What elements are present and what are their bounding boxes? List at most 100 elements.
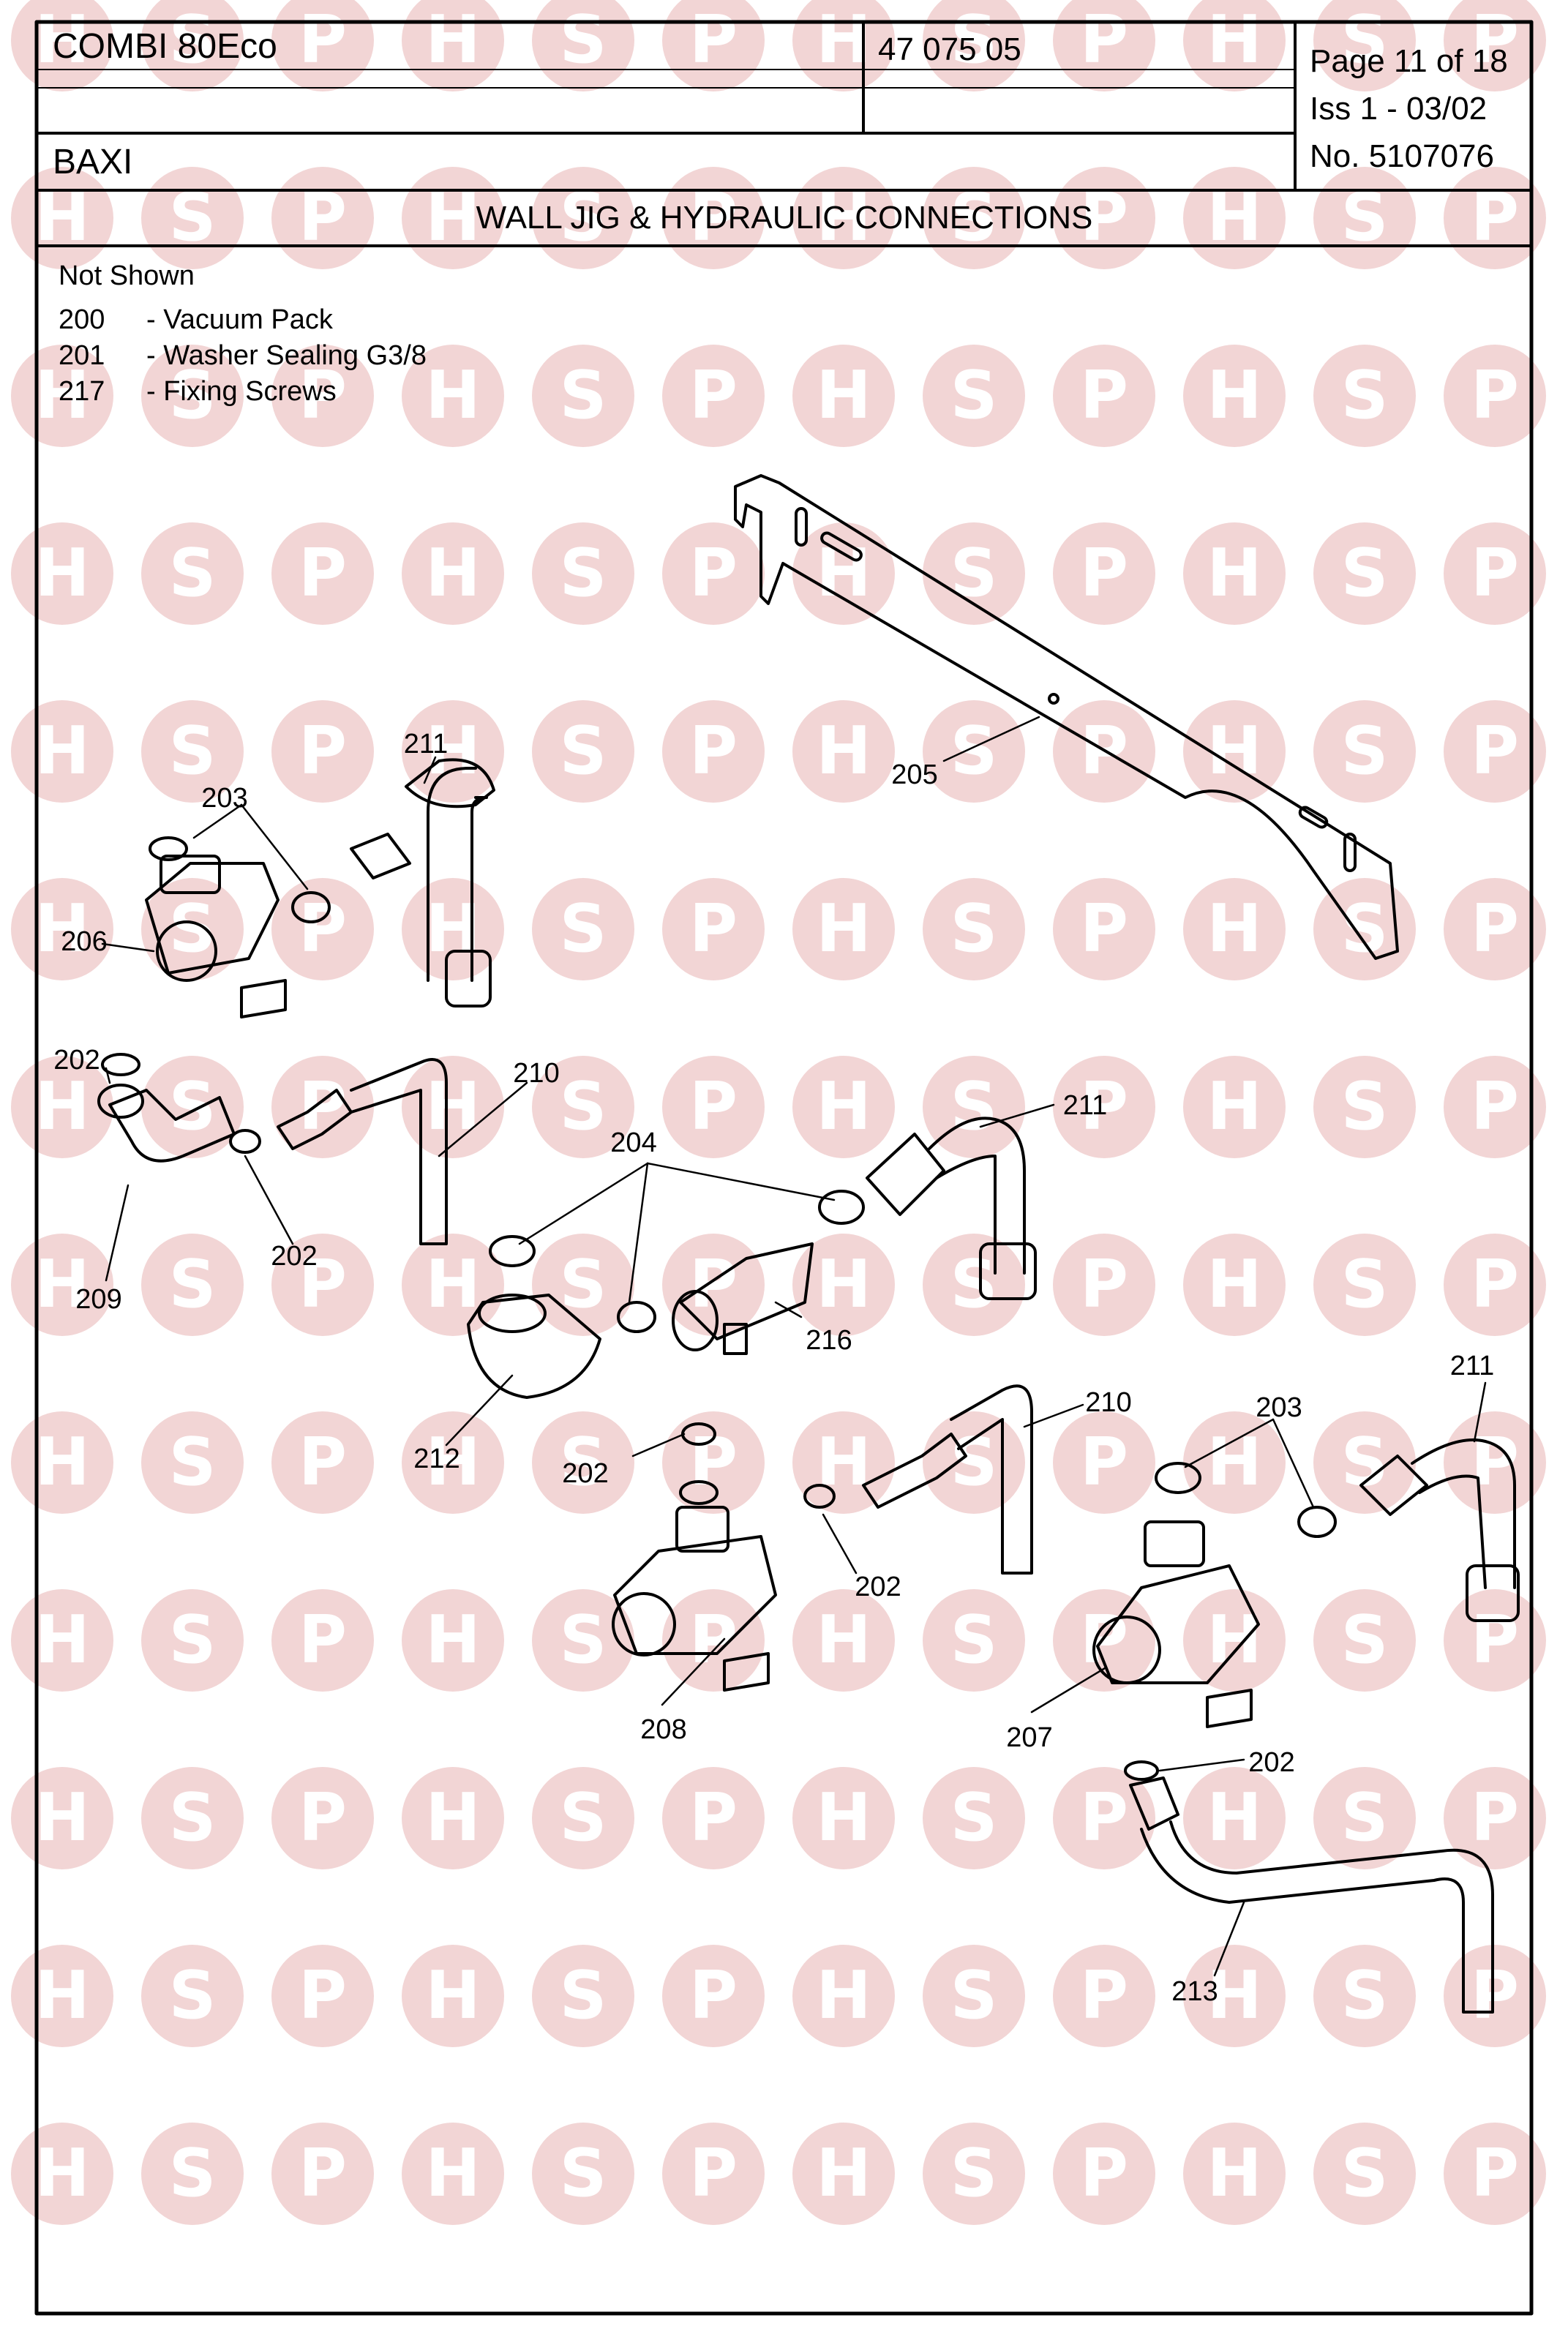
- watermark-circle: [1053, 1056, 1155, 1158]
- watermark-circle: [1444, 1589, 1546, 1692]
- watermark-circle: [141, 1056, 244, 1158]
- watermark-circle: [271, 1945, 374, 2047]
- watermark-letter: P: [689, 179, 738, 256]
- watermark-circle: [1313, 522, 1416, 625]
- callout-label: 212: [413, 1444, 460, 1474]
- watermark-letter: P: [299, 1, 347, 78]
- watermark-letter: P: [1471, 713, 1519, 789]
- watermark-letter: H: [425, 1424, 480, 1501]
- watermark-circle: [402, 2123, 504, 2225]
- watermark-letter: H: [425, 1068, 480, 1145]
- watermark-circle: [141, 1234, 244, 1336]
- watermark-circle: [792, 1589, 895, 1692]
- watermark-letter: P: [1080, 179, 1128, 256]
- watermark-circle: [141, 700, 244, 803]
- watermark-letter: P: [1471, 535, 1519, 612]
- watermark-letter: P: [689, 2135, 738, 2212]
- watermark-letter: S: [950, 1246, 998, 1323]
- watermark-letter: H: [816, 179, 871, 256]
- watermark-letter: S: [1341, 1602, 1389, 1678]
- watermark-letter: P: [689, 1, 738, 78]
- not-shown-desc: - Vacuum Pack: [146, 304, 333, 335]
- watermark-circle: [532, 1589, 634, 1692]
- watermark-letter: H: [1207, 1779, 1261, 1856]
- watermark-circle: [271, 1589, 374, 1692]
- watermark-letter: P: [1471, 357, 1519, 434]
- watermark-circle: [271, 700, 374, 803]
- watermark-circle: [141, 1411, 244, 1514]
- watermark-letter: H: [1207, 1068, 1261, 1145]
- watermark-circle: [1313, 345, 1416, 447]
- watermark-letter: P: [299, 357, 347, 434]
- watermark-circle: [923, 878, 1025, 980]
- watermark-circle: [792, 1411, 895, 1514]
- watermark-circle: [792, 1056, 895, 1158]
- watermark-circle: [402, 1589, 504, 1692]
- watermark-circle: [1444, 1056, 1546, 1158]
- watermark-letter: H: [1207, 357, 1261, 434]
- watermark-letter: P: [1471, 1957, 1519, 2034]
- watermark-letter: P: [1471, 1068, 1519, 1145]
- watermark-letter: P: [1471, 1246, 1519, 1323]
- watermark-letter: S: [169, 2135, 217, 2212]
- watermark-circle: [1183, 700, 1286, 803]
- watermark-letter: S: [1341, 535, 1389, 612]
- watermark-circle: [923, 2123, 1025, 2225]
- watermark-circle: [532, 1056, 634, 1158]
- callout-label: 202: [271, 1241, 318, 1272]
- watermark-letter: H: [34, 357, 89, 434]
- watermark-letter: P: [1080, 357, 1128, 434]
- callout-label: 206: [61, 926, 108, 957]
- watermark-letter: S: [560, 1424, 607, 1501]
- watermark-letter: P: [299, 1779, 347, 1856]
- watermark-letter: P: [1471, 1779, 1519, 1856]
- watermark-letter: H: [34, 1957, 89, 2034]
- watermark-circle: [923, 167, 1025, 269]
- watermark-circle: [1183, 1589, 1286, 1692]
- watermark-letter: P: [689, 890, 738, 967]
- watermark-circle: [1444, 2123, 1546, 2225]
- watermark-letter: H: [1207, 1, 1261, 78]
- watermark-letter: H: [1207, 179, 1261, 256]
- watermark-circle: [1183, 1411, 1286, 1514]
- watermark-letter: P: [689, 713, 738, 789]
- watermark-letter: S: [1341, 713, 1389, 789]
- watermark-circle: [923, 1767, 1025, 1869]
- callout-label: 202: [1248, 1747, 1295, 1778]
- watermark-letter: H: [34, 2135, 89, 2212]
- watermark-letter: P: [1080, 2135, 1128, 2212]
- watermark-circle: [402, 1411, 504, 1514]
- watermark-circle: [1183, 2123, 1286, 2225]
- watermark-circle: [792, 1767, 895, 1869]
- watermark-circle: [1053, 1234, 1155, 1336]
- watermark-circle: [271, 1234, 374, 1336]
- watermark-letter: S: [1341, 890, 1389, 967]
- watermark-circle: [402, 167, 504, 269]
- watermark-letter: P: [299, 1246, 347, 1323]
- watermark-circle: [402, 1945, 504, 2047]
- watermark-letter: H: [425, 357, 480, 434]
- watermark-letter: H: [425, 2135, 480, 2212]
- watermark-circle: [923, 700, 1025, 803]
- watermark-letter: H: [34, 890, 89, 967]
- not-shown-code: 201: [59, 340, 105, 371]
- callout-label: 202: [855, 1572, 901, 1602]
- watermark-letter: S: [560, 890, 607, 967]
- callout-label: 210: [1085, 1387, 1132, 1418]
- watermark-letter: S: [1341, 357, 1389, 434]
- watermark-letter: S: [169, 1246, 217, 1323]
- watermark-letter: H: [816, 1424, 871, 1501]
- watermark-letter: S: [560, 1779, 607, 1856]
- watermark-letter: H: [425, 1957, 480, 2034]
- watermark-circle: [1313, 1945, 1416, 2047]
- watermark-letter: P: [689, 1957, 738, 2034]
- watermark-circle: [271, 878, 374, 980]
- watermark-letter: S: [560, 2135, 607, 2212]
- watermark-circle: [1183, 1767, 1286, 1869]
- watermark-circle: [792, 2123, 895, 2225]
- watermark-letter: S: [169, 713, 217, 789]
- callout-label: 205: [891, 759, 938, 790]
- watermark-circle: [1313, 1056, 1416, 1158]
- watermark-letter: H: [1207, 1424, 1261, 1501]
- callout-label: 202: [562, 1458, 609, 1489]
